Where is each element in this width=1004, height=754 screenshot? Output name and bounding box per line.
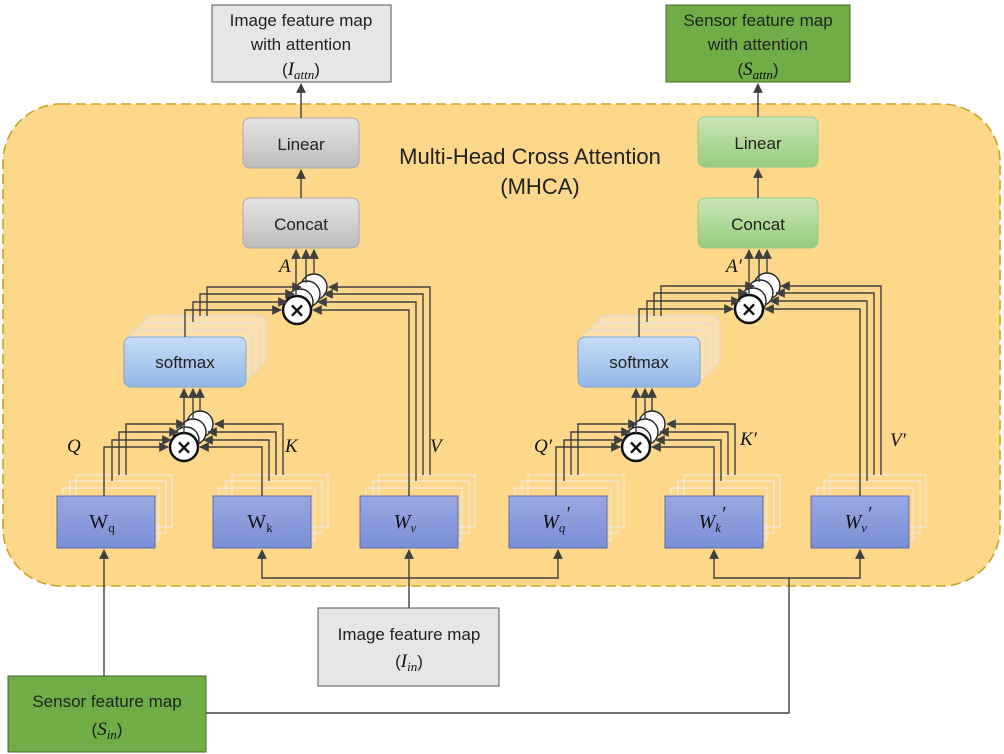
sensor-input-trunk (206, 578, 790, 714)
left-v-label: V (430, 436, 444, 457)
left-q-label: Q (67, 436, 81, 457)
right-softmax-to-av-1 (638, 304, 734, 337)
left-wk-block: Wk (212, 474, 329, 549)
svg-text:softmax: softmax (609, 353, 669, 372)
mhca-title-abbrev: (MHCA) (500, 174, 579, 199)
svg-text:Linear: Linear (277, 135, 325, 154)
right-softmax-to-av-3 (653, 288, 748, 316)
left-k-to-qk-4 (214, 419, 284, 475)
right-q-to-qk-4 (577, 419, 638, 475)
right-k-to-qk-4 (666, 419, 736, 475)
right-softmax-block: softmax (577, 315, 721, 388)
svg-text:×: × (176, 435, 193, 459)
right-wq-block: Wq′ (508, 474, 625, 549)
input-image-feature-map: Image feature map (Iin) (317, 607, 500, 687)
right-softmax-to-av-2 (646, 296, 741, 322)
svg-text:Sensor feature map: Sensor feature map (32, 692, 181, 711)
image-input-to-wk (257, 549, 409, 579)
output-image-feature-map: Image feature map with attention (Iattn) (211, 4, 392, 83)
svg-text:×: × (628, 435, 645, 459)
svg-text:Image feature map: Image feature map (230, 11, 373, 30)
right-linear-block: Linear (697, 116, 819, 168)
input-sensor-feature-map: Sensor feature map (Sin) (7, 675, 207, 753)
left-softmax-to-av-1 (184, 305, 282, 337)
svg-text:Concat: Concat (274, 215, 328, 234)
svg-text:Wk′: Wk′ (699, 503, 726, 535)
left-v-to-av-1 (312, 305, 410, 496)
right-q-label: Q′ (534, 436, 553, 457)
right-q-to-qk-3 (570, 427, 631, 475)
left-v-to-av-4 (328, 282, 431, 475)
left-q-to-qk-3 (118, 427, 179, 475)
sensor-input-to-wk-prime (709, 549, 789, 579)
right-v-to-av-1 (764, 304, 861, 496)
svg-text:softmax: softmax (155, 353, 215, 372)
svg-text:×: × (289, 298, 306, 322)
svg-text:with attention: with attention (250, 35, 351, 54)
svg-text:Wk: Wk (247, 511, 273, 535)
left-k-to-qk-2 (203, 435, 270, 481)
right-k-to-qk-1 (651, 442, 715, 496)
left-k-to-qk-3 (207, 427, 277, 475)
image-input-to-wq-prime (409, 549, 563, 579)
left-concat-block: Concat (242, 197, 360, 249)
connectors (99, 83, 882, 714)
right-softmax-to-av-4 (660, 281, 755, 316)
left-q-to-qk-2 (111, 435, 172, 481)
left-linear-block: Linear (242, 117, 360, 169)
svg-text:Sensor feature map: Sensor feature map (683, 11, 832, 30)
right-concat-block: Concat (697, 197, 819, 249)
svg-text:Image feature map: Image feature map (338, 625, 481, 644)
left-a-label: A (277, 256, 291, 277)
svg-text:×: × (741, 297, 758, 321)
right-wv-block: Wv′ (810, 474, 927, 549)
left-softmax-to-av-2 (192, 297, 288, 322)
svg-text:Concat: Concat (731, 215, 785, 234)
svg-text:with attention: with attention (707, 35, 808, 54)
right-a-label: A′ (724, 256, 743, 277)
right-k-to-qk-3 (659, 427, 729, 475)
right-v-to-av-4 (780, 281, 882, 475)
sensor-input-to-wv-prime (789, 549, 865, 579)
right-v-to-av-2 (769, 296, 868, 481)
left-softmax-block: softmax (123, 315, 267, 388)
output-sensor-feature-map: Sensor feature map with attention (Sattn… (665, 4, 851, 83)
left-softmax-to-av-4 (206, 282, 302, 316)
left-wq-block: Wq (56, 474, 173, 549)
right-v-to-av-3 (775, 288, 875, 475)
left-q-to-qk-1 (103, 442, 169, 496)
left-q-to-qk-4 (125, 419, 186, 475)
right-v-label: V′ (890, 430, 907, 451)
left-softmax-to-av-3 (199, 289, 295, 316)
left-wv-block: Wv (359, 474, 476, 549)
left-v-to-av-3 (323, 289, 424, 475)
mhca-title: Multi-Head Cross Attention (399, 144, 661, 169)
left-k-label: K (284, 436, 299, 457)
svg-text:Wq: Wq (89, 511, 115, 535)
left-k-to-qk-1 (199, 442, 263, 496)
svg-text:Wq′: Wq′ (542, 503, 570, 535)
right-q-to-qk-1 (555, 442, 621, 496)
svg-text:Wv′: Wv′ (845, 503, 872, 535)
right-q-to-qk-2 (563, 435, 624, 481)
right-k-label: K′ (739, 429, 758, 450)
svg-text:Wv: Wv (394, 511, 417, 535)
right-k-to-qk-2 (655, 435, 722, 481)
left-v-to-av-2 (317, 297, 417, 481)
svg-text:Linear: Linear (734, 134, 782, 153)
